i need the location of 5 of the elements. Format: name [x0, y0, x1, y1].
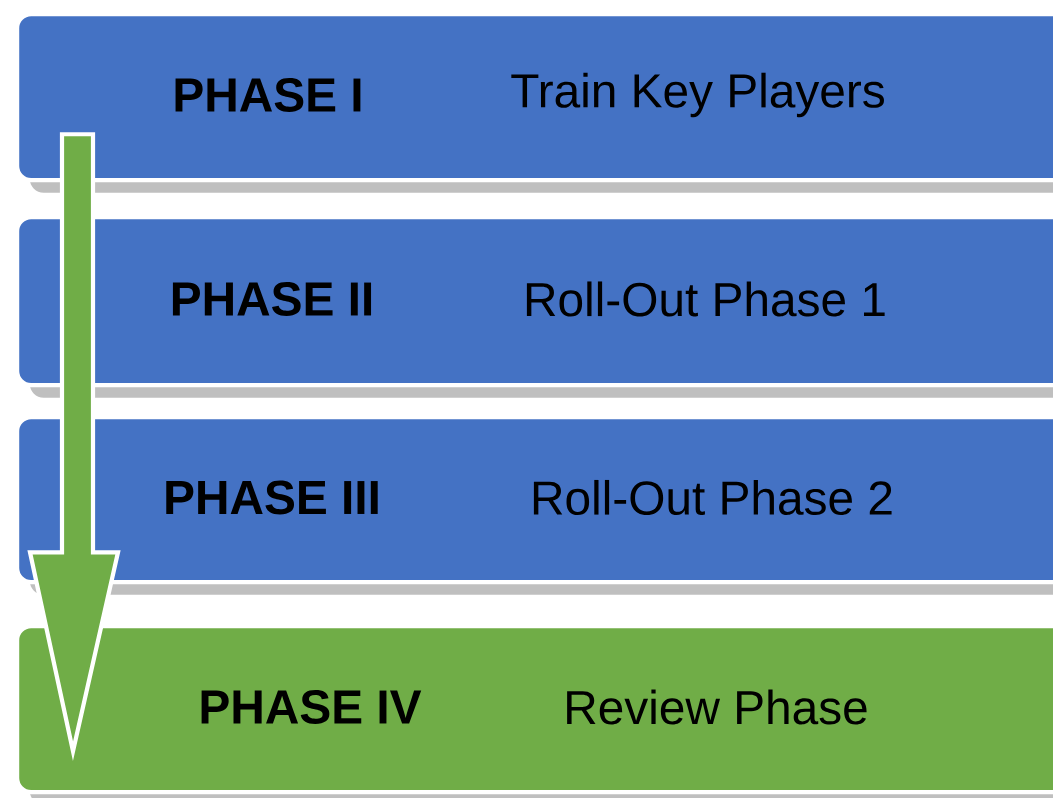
block-arrow — [27, 132, 121, 761]
phase-band: PHASE III Roll-Out Phase 2 — [15, 415, 1053, 595]
phase-band: PHASE IV Review Phase — [15, 624, 1053, 798]
phase-band: PHASE II Roll-Out Phase 1 — [15, 215, 1053, 398]
phase-band: PHASE I Train Key Players — [15, 12, 1053, 193]
